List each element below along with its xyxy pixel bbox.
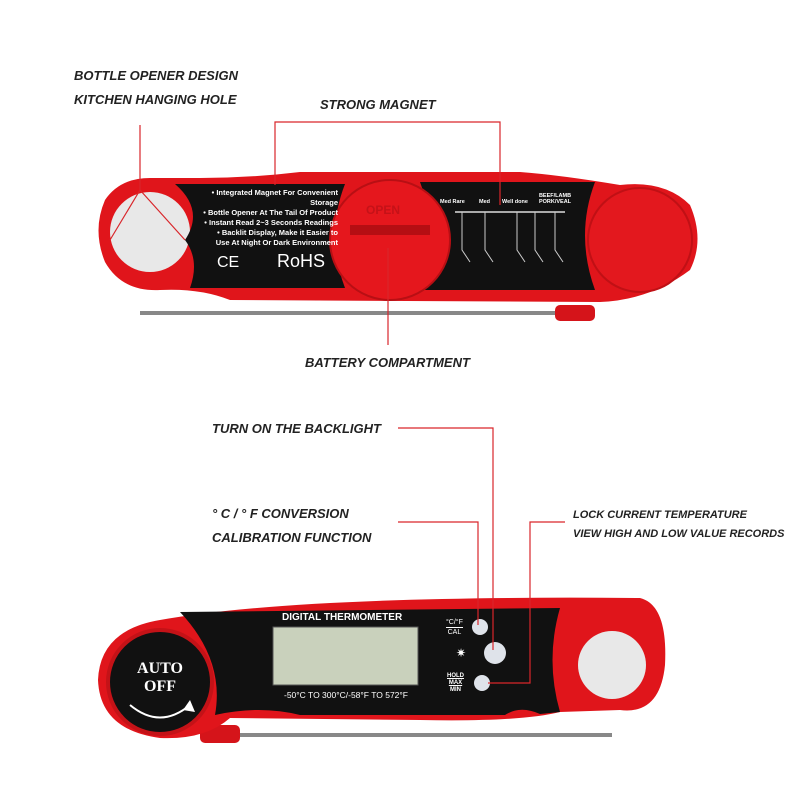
doneness-med: Med: [479, 199, 490, 205]
rohs-mark: RoHS: [277, 251, 326, 271]
max-text: MAX: [448, 680, 463, 686]
feature-item: • Integrated Magnet For Convenient Stora…: [211, 188, 338, 207]
bottle-opener-hole: [110, 192, 190, 272]
ce-mark: CE: [217, 254, 240, 271]
auto-text: AUTO: [137, 660, 183, 677]
hold-max-min-label: HOLD MAX MIN: [447, 673, 464, 694]
front-view-thermometer: ✷: [98, 597, 666, 743]
cover-slot: [350, 225, 430, 235]
doneness-med-rare: Med Rare: [440, 199, 465, 205]
hold-max-min-button[interactable]: [474, 675, 490, 691]
label-bottle-opener: BOTTLE OPENER DESIGN: [74, 68, 238, 83]
cf-cal-button[interactable]: [472, 619, 488, 635]
back-view-thermometer: [98, 172, 698, 321]
cf-cal-label: °C/°F CAL: [446, 618, 463, 637]
label-conversion: ° C / ° F CONVERSION: [212, 506, 349, 521]
device-title: DIGITAL THERMOMETER: [282, 612, 403, 623]
label-calibration: CALIBRATION FUNCTION: [212, 530, 372, 545]
label-battery: BATTERY COMPARTMENT: [305, 355, 470, 370]
open-text: OPEN: [366, 203, 401, 217]
feature-list: • Integrated Magnet For Convenient Stora…: [188, 188, 338, 248]
battery-cover[interactable]: [329, 179, 451, 301]
doneness-panel: [420, 182, 595, 290]
label-magnet: STRONG MAGNET: [320, 97, 436, 112]
temperature-range: -50°C TO 300°C/-58°F TO 572°F: [284, 690, 408, 700]
callout-lines: [109, 121, 565, 684]
cal-text: CAL: [447, 629, 462, 636]
off-text: OFF: [144, 678, 176, 695]
doneness-well-done: Well done: [502, 199, 528, 205]
feature-item: Use At Night Or Dark Environment: [215, 238, 338, 247]
feature-item: • Instant Read 2~3 Seconds Readings: [204, 218, 338, 227]
cf-text: °C/°F: [446, 619, 463, 628]
auto-off-text: AUTO OFF: [130, 660, 190, 696]
label-hanging-hole: KITCHEN HANGING HOLE: [74, 92, 237, 107]
min-text: MIN: [450, 687, 461, 693]
backlight-button[interactable]: [484, 642, 506, 664]
svg-text:✷: ✷: [456, 646, 466, 660]
feature-item: • Backlit Display, Make it Easier to: [217, 228, 338, 237]
label-records: VIEW HIGH AND LOW VALUE RECORDS: [573, 528, 785, 540]
label-lock: LOCK CURRENT TEMPERATURE: [573, 509, 747, 521]
feature-panel: [175, 184, 345, 288]
hold-text: HOLD: [447, 673, 464, 679]
doneness-beef: BEEF/LAMB PORK/VEAL: [538, 193, 572, 205]
feature-item: • Bottle Opener At The Tail Of Product: [203, 208, 338, 217]
label-backlight: TURN ON THE BACKLIGHT: [212, 421, 381, 436]
lcd-display: [272, 626, 419, 686]
bottle-opener-hole: [578, 631, 646, 699]
